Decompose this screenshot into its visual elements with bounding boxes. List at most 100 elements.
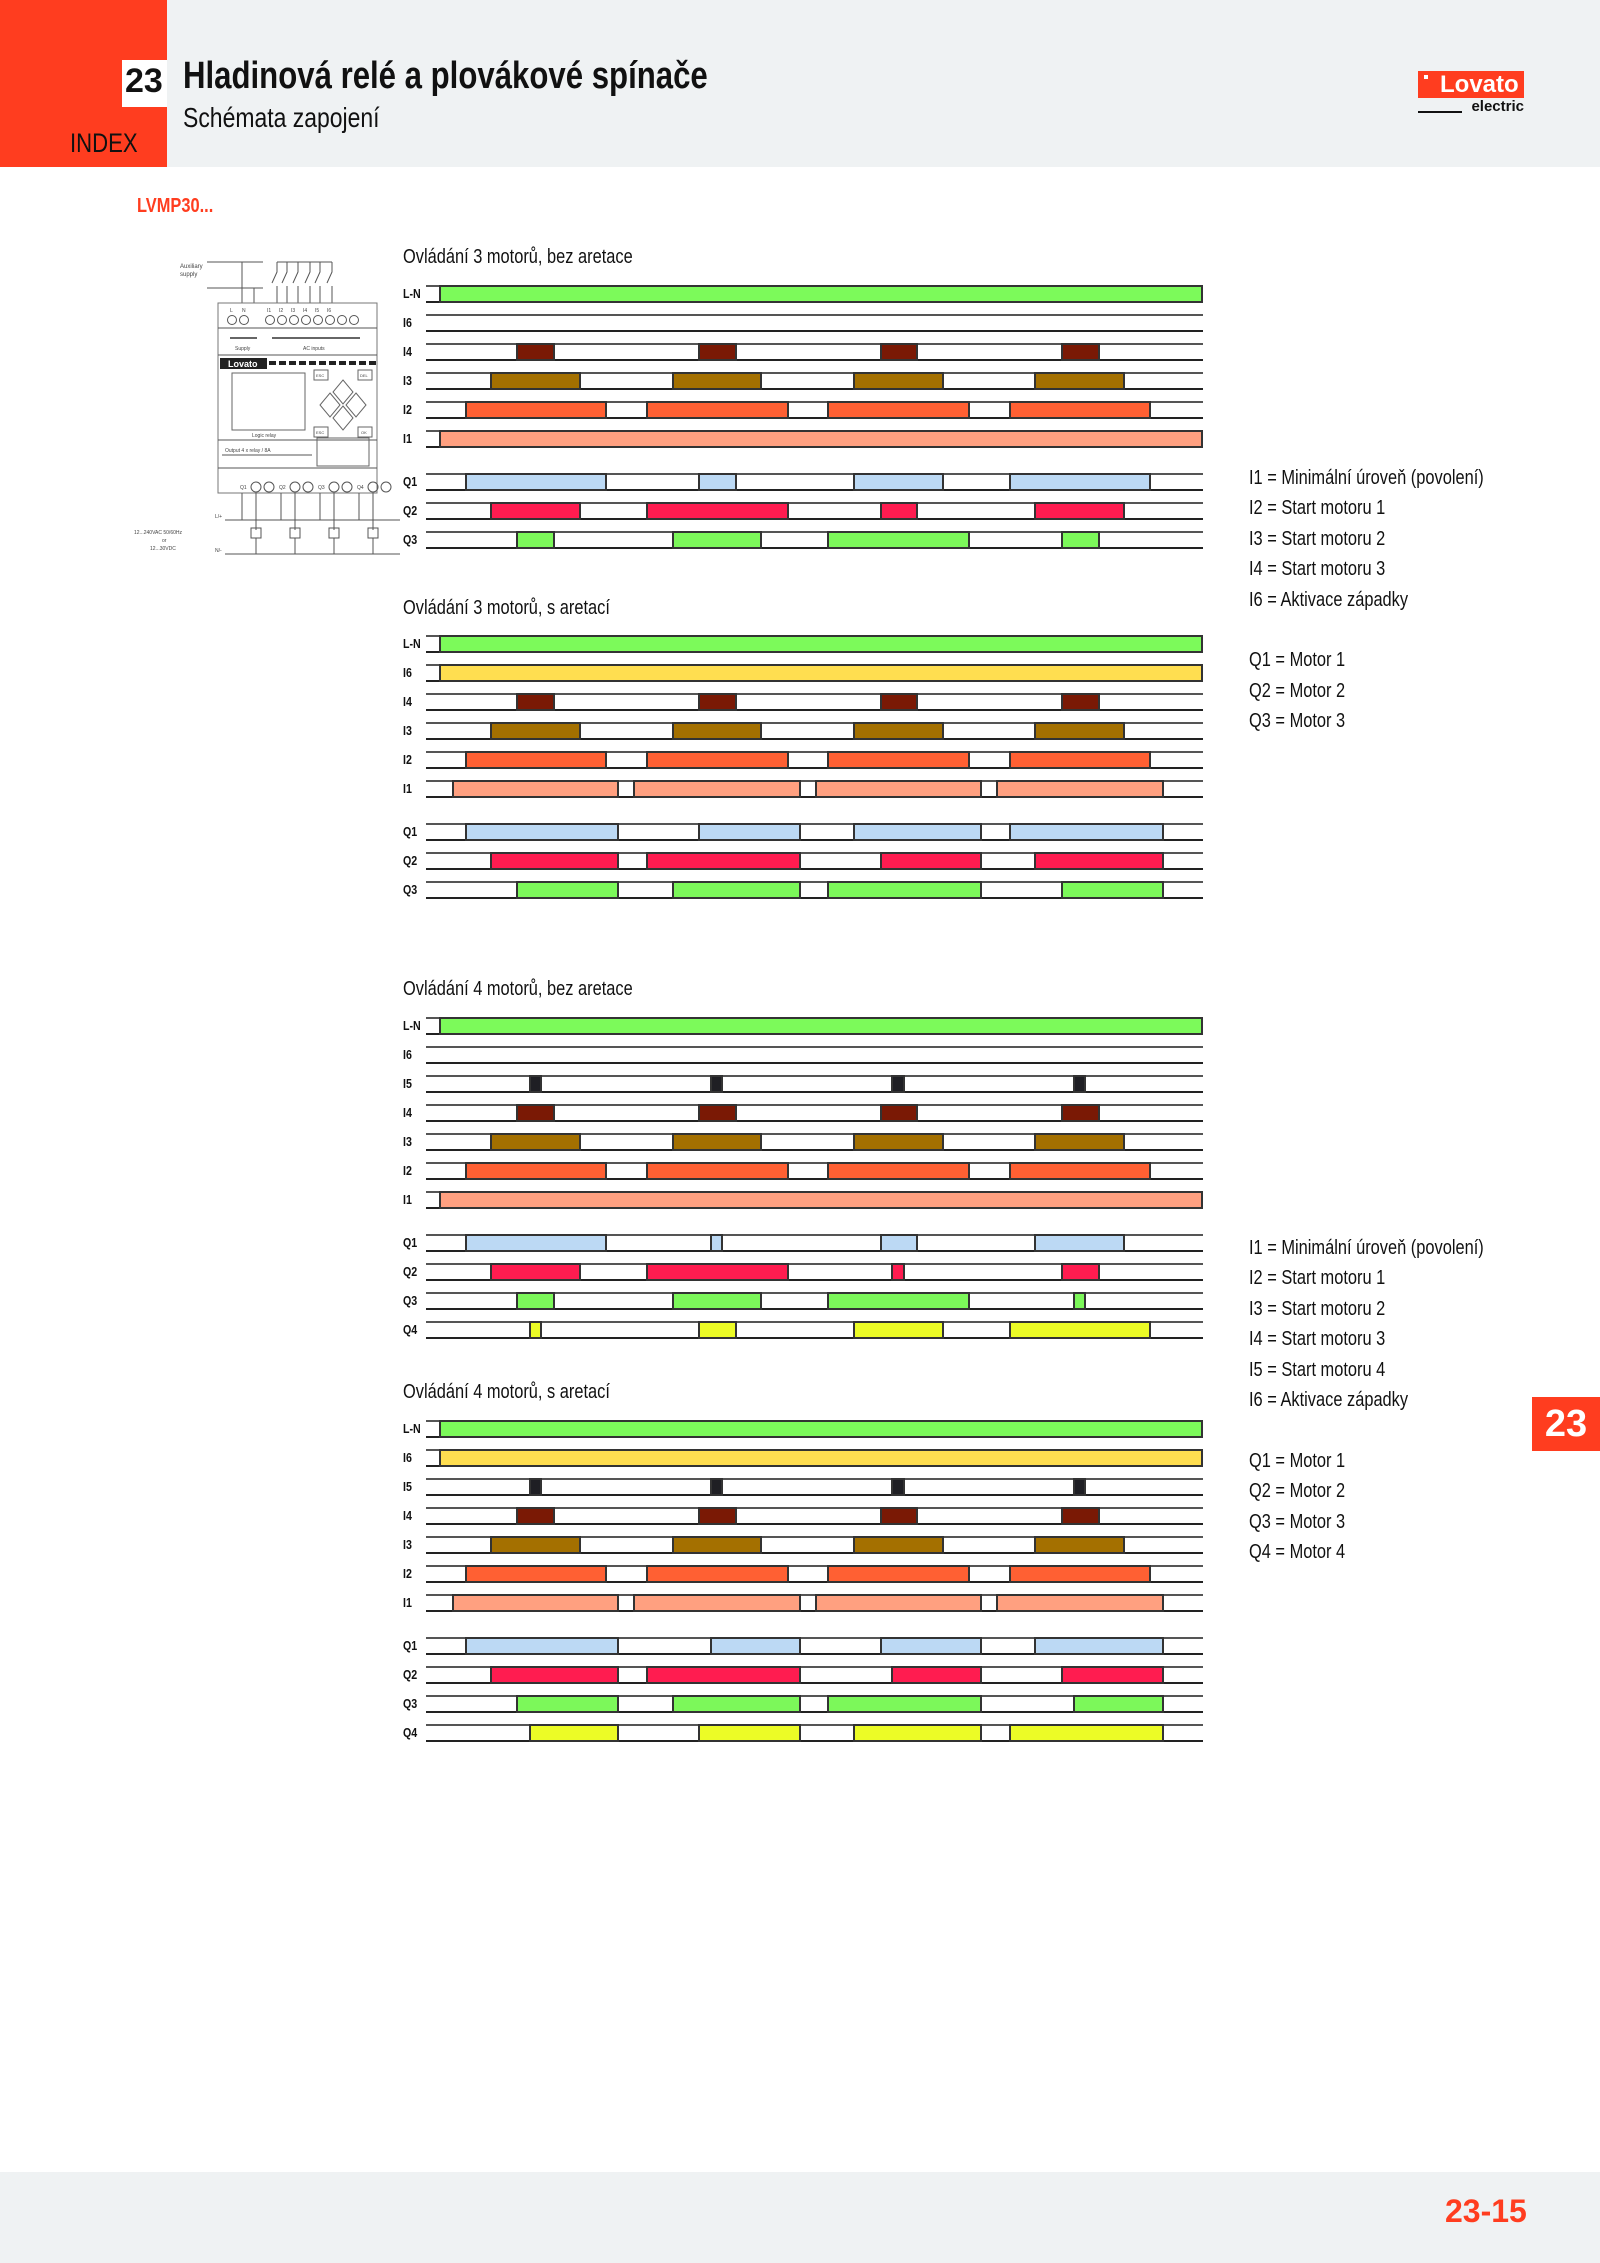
signal-pulse-i4 <box>516 343 555 361</box>
signal-pulse-q1 <box>709 1234 723 1252</box>
signal-label-q2: Q2 <box>403 1264 420 1279</box>
legend-spacer <box>1249 1415 1535 1445</box>
signal-label-i1: I1 <box>403 1595 414 1610</box>
signal-pulse-i3 <box>1034 1536 1126 1554</box>
signal-label-i6: I6 <box>403 315 414 330</box>
signal-pulse-q1 <box>464 1637 620 1655</box>
index-link[interactable]: INDEX <box>70 128 153 159</box>
signal-track-i3 <box>426 722 1203 740</box>
page-title-wrap: Hladinová relé a plovákové spínače <box>183 55 823 98</box>
signal-pulse-i2 <box>464 751 608 769</box>
signal-label-text: L-N <box>403 286 421 301</box>
signal-pulse-q1 <box>1008 823 1165 841</box>
chart-title: Ovládání 4 motorů, bez aretace <box>403 978 683 1001</box>
legend-text: I1 = Minimální úroveň (povolení) <box>1249 1237 1484 1259</box>
legend-text: I3 = Start motoru 2 <box>1249 1297 1386 1320</box>
signal-pulse-l-n <box>439 285 1203 303</box>
signal-label-i4: I4 <box>403 1105 414 1120</box>
signal-label-text: I2 <box>403 1163 412 1178</box>
signal-pulse-i4 <box>879 1507 918 1525</box>
signal-pulse-q3 <box>1060 881 1165 899</box>
signal-pulse-i4 <box>516 693 555 711</box>
signal-label-text: Q4 <box>403 1725 418 1740</box>
signal-pulse-q1 <box>1008 473 1151 491</box>
signal-label-text: Q4 <box>403 1322 418 1337</box>
signal-pulse-q1 <box>853 473 945 491</box>
signal-label-i4: I4 <box>403 694 414 709</box>
legend-item: Q3 = Motor 3 <box>1249 706 1535 736</box>
signal-track-q3 <box>426 1292 1203 1310</box>
signal-track-q2 <box>426 852 1203 870</box>
legend-4-motors: I1 = Minimální úroveň (povolení) I2 = St… <box>1249 1233 1535 1567</box>
signal-pulse-i5 <box>528 1075 542 1093</box>
signal-pulse-i3 <box>671 1133 763 1151</box>
terminal-I2: I2 <box>279 308 283 314</box>
signal-pulse-q1 <box>697 823 802 841</box>
page-subtitle: Schémata zapojení <box>183 102 380 133</box>
signal-pulse-i5 <box>1073 1075 1087 1093</box>
signal-label-text: I1 <box>403 781 412 796</box>
signal-pulse-q2 <box>1034 852 1165 870</box>
signal-pulse-q2 <box>490 1263 581 1281</box>
signal-pulse-q3 <box>826 1695 983 1713</box>
page-header <box>0 0 1600 167</box>
signal-track-i1 <box>426 430 1203 448</box>
signal-label-text: I6 <box>403 315 412 330</box>
signal-track-i2 <box>426 1162 1203 1180</box>
signal-track-i6 <box>426 1449 1203 1467</box>
signal-label-text: I3 <box>403 1134 412 1149</box>
output-label: Output 4 x relay / 8A <box>225 448 271 454</box>
signal-pulse-q1 <box>464 473 608 491</box>
legend-text: I5 = Start motoru 4 <box>1249 1358 1386 1381</box>
signal-label-text: I6 <box>403 665 412 680</box>
signal-pulse-i6 <box>439 664 1203 682</box>
signal-pulse-q3 <box>671 1292 763 1310</box>
signal-label-text: Q3 <box>403 882 418 897</box>
wiring-diagram: Auxiliary supply L N I1 I2 I3 I4 I5 I6 S… <box>134 261 400 555</box>
signal-pulse-i3 <box>853 722 945 740</box>
legend-item: I1 = Minimální úroveň (povolení) <box>1249 1233 1535 1263</box>
device-screen <box>231 372 306 431</box>
signal-pulse-q1 <box>709 1637 802 1655</box>
logo-subtext: electric <box>1471 98 1524 115</box>
signal-label-q1: Q1 <box>403 1638 420 1653</box>
signal-track-i4 <box>426 1507 1203 1525</box>
chart-title: Ovládání 3 motorů, s aretací <box>403 597 655 620</box>
signal-label-i3: I3 <box>403 1134 414 1149</box>
page-footer <box>0 2172 1600 2263</box>
signal-label-i6: I6 <box>403 665 414 680</box>
aux-supply-label-2: supply <box>180 272 197 278</box>
signal-pulse-i3 <box>1034 722 1126 740</box>
signal-label-text: Q1 <box>403 824 418 839</box>
signal-pulse-i2 <box>1008 751 1151 769</box>
signal-pulse-q3 <box>671 1695 802 1713</box>
signal-pulse-q3 <box>826 531 970 549</box>
top-terminals <box>227 315 359 325</box>
legend-text: I6 = Aktivace západky <box>1249 1388 1409 1411</box>
signal-label-i3: I3 <box>403 723 414 738</box>
signal-pulse-i2 <box>826 1565 970 1583</box>
signal-track-i3 <box>426 372 1203 390</box>
signal-pulse-i1 <box>439 430 1203 448</box>
legend-item: I3 = Start motoru 2 <box>1249 1294 1535 1324</box>
signal-label-q4: Q4 <box>403 1322 420 1337</box>
key-esc: ESC <box>316 373 324 378</box>
signal-label-i4: I4 <box>403 1508 414 1523</box>
signal-pulse-q4 <box>1008 1724 1165 1742</box>
chapter-side-tab[interactable]: 23 <box>1532 1397 1600 1451</box>
signal-track-i3 <box>426 1536 1203 1554</box>
signal-pulse-i3 <box>490 722 581 740</box>
signal-pulse-q2 <box>490 852 620 870</box>
signal-pulse-i2 <box>826 401 970 419</box>
legend-item: I6 = Aktivace západky <box>1249 585 1535 615</box>
signal-label-text: I4 <box>403 1508 412 1523</box>
signal-pulse-q4 <box>697 1724 802 1742</box>
signal-pulse-i2 <box>645 1565 789 1583</box>
signal-pulse-i5 <box>528 1478 542 1496</box>
signal-pulse-q3 <box>671 531 763 549</box>
signal-pulse-i5 <box>1073 1478 1087 1496</box>
signal-pulse-l-n <box>439 635 1203 653</box>
signal-label-text: Q2 <box>403 1667 418 1682</box>
output-loads <box>241 493 379 554</box>
legend-text: I2 = Start motoru 1 <box>1249 1267 1386 1290</box>
